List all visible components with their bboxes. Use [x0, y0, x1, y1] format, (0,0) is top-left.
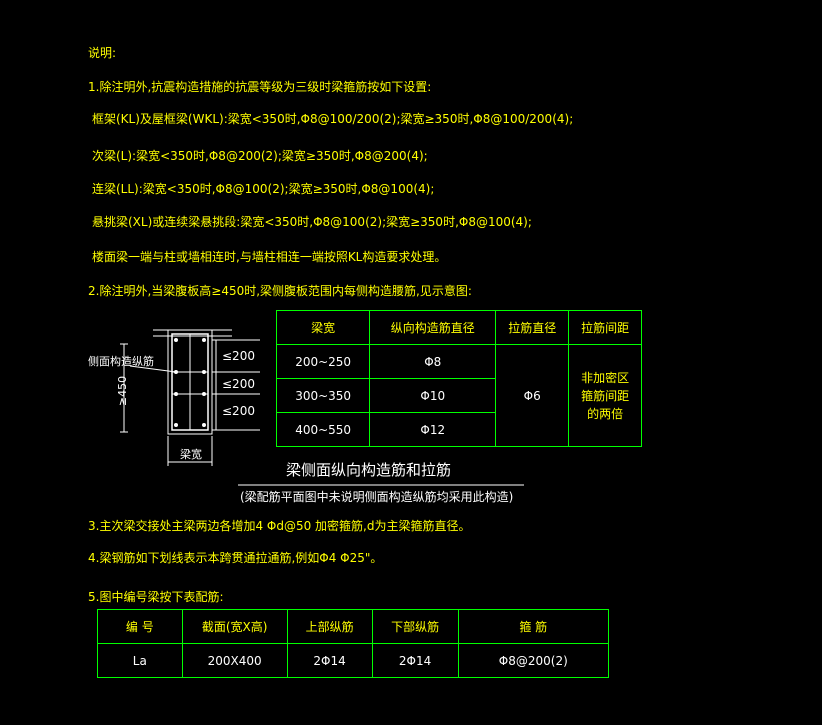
beam-table-header: 下部纵筋 — [371, 609, 459, 644]
diameter-cell: Φ10 — [369, 378, 497, 413]
note-line-1e: 楼面梁一端与柱或墙相连时,与墙柱相连一端按照KL构造要求处理。 — [92, 250, 447, 264]
side-table-header: 拉筋间距 — [568, 310, 642, 345]
section-cell: 200X400 — [181, 643, 288, 678]
note-line-1c: 连梁(LL):梁宽<350时,Φ8@100(2);梁宽≥350时,Φ8@100(… — [92, 182, 435, 196]
tie-diameter-cell: Φ6 — [495, 344, 570, 447]
table-row: La 200X400 2Φ14 2Φ14 Φ8@200(2) — [97, 643, 610, 678]
table-row: 400~550 Φ12 — [275, 412, 642, 447]
spacing-label-1: ≤200 — [222, 349, 255, 363]
beam-table-header: 箍 筋 — [457, 609, 610, 644]
diameter-cell: Φ8 — [369, 344, 497, 379]
diagram-subtitle: (梁配筋平面图中未说明侧面构造纵筋均采用此构造) — [240, 490, 514, 504]
stirrup-cell: Φ8@200(2) — [457, 643, 610, 678]
note-line-1b: 次梁(L):梁宽<350时,Φ8@200(2);梁宽≥350时,Φ8@200(4… — [92, 149, 428, 163]
side-table-header: 拉筋直径 — [495, 310, 570, 345]
top-rebar-cell: 2Φ14 — [286, 643, 373, 678]
note-line-4: 4.梁钢筋如下划线表示本跨贯通拉通筋,例如Φ4 Φ25"。 — [88, 551, 383, 565]
table-row: 300~350 Φ10 — [275, 378, 642, 413]
beam-table-header: 上部纵筋 — [286, 609, 373, 644]
tie-spacing-cell: 非加密区 箍筋间距 的两倍 — [568, 344, 642, 447]
notes-title: 说明: — [88, 46, 117, 60]
bottom-rebar-cell: 2Φ14 — [371, 643, 459, 678]
side-rebar-label: 侧面构造纵筋 — [88, 355, 154, 368]
diagram-title: 梁侧面纵向构造筋和拉筋 — [286, 461, 452, 479]
beam-width-label: 梁宽 — [180, 448, 202, 461]
note-line-3: 3.主次梁交接处主梁两边各增加4 Φd@50 加密箍筋,d为主梁箍筋直径。 — [88, 519, 471, 533]
width-cell: 300~350 — [275, 378, 371, 413]
side-table-header: 纵向构造筋直径 — [369, 310, 497, 345]
side-rebar-table: 梁宽 纵向构造筋直径 拉筋直径 拉筋间距 200~250 Φ8 Φ6 非加密区 … — [275, 310, 642, 447]
beam-table-header: 编 号 — [97, 609, 183, 644]
diameter-cell: Φ12 — [369, 412, 497, 447]
spacing-label-3: ≤200 — [222, 404, 255, 418]
beam-table-header: 截面(宽X高) — [181, 609, 288, 644]
width-cell: 400~550 — [275, 412, 371, 447]
note-line-5: 5.图中编号梁按下表配筋: — [88, 590, 224, 604]
note-line-1d: 悬挑梁(XL)或连续梁悬挑段:梁宽<350时,Φ8@100(2);梁宽≥350时… — [92, 215, 532, 229]
side-table-header: 梁宽 — [275, 310, 371, 345]
height-dimension-label: ≥450 — [116, 375, 130, 407]
note-line-1a: 框架(KL)及屋框梁(WKL):梁宽<350时,Φ8@100/200(2);梁宽… — [92, 112, 574, 126]
beam-schedule-table: 编 号 截面(宽X高) 上部纵筋 下部纵筋 箍 筋 La 200X400 2Φ1… — [97, 609, 610, 678]
table-row: 200~250 Φ8 Φ6 非加密区 箍筋间距 的两倍 — [275, 344, 642, 447]
spacing-label-2: ≤200 — [222, 377, 255, 391]
note-line-1: 1.除注明外,抗震构造措施的抗震等级为三级时梁箍筋按如下设置: — [88, 80, 432, 94]
beam-id-cell: La — [97, 643, 183, 678]
width-cell: 200~250 — [275, 344, 371, 379]
note-line-2: 2.除注明外,当梁腹板高≥450时,梁侧腹板范围内每侧构造腰筋,见示意图: — [88, 284, 472, 298]
